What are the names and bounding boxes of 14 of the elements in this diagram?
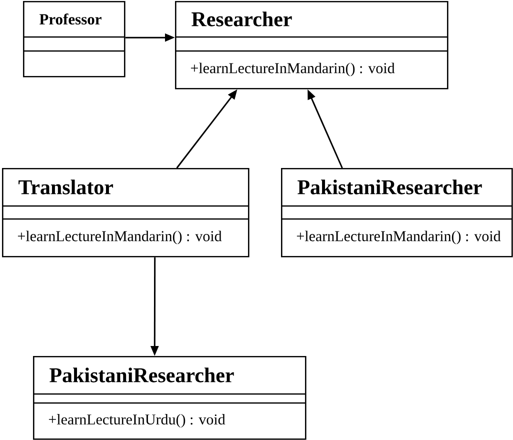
class-box [33, 356, 306, 440]
class-box [281, 168, 513, 258]
class-name: PakistaniResearcher [50, 368, 234, 382]
class-name: Professor [39, 13, 102, 25]
class-name: PakistaniResearcher [298, 180, 482, 194]
class-name: Translator [18, 180, 114, 194]
method-signature: +learnLectureInUrdu() : void [48, 414, 226, 428]
class-box [175, 1, 448, 90]
method-signature: +learnLectureInMandarin() : void [296, 230, 501, 244]
method-signature: +learnLectureInMandarin() : void [18, 230, 222, 244]
class-name: Researcher [192, 12, 292, 26]
method-signature: +learnLectureInMandarin() : void [190, 62, 395, 76]
class-box [2, 168, 250, 258]
class-box [23, 1, 126, 78]
